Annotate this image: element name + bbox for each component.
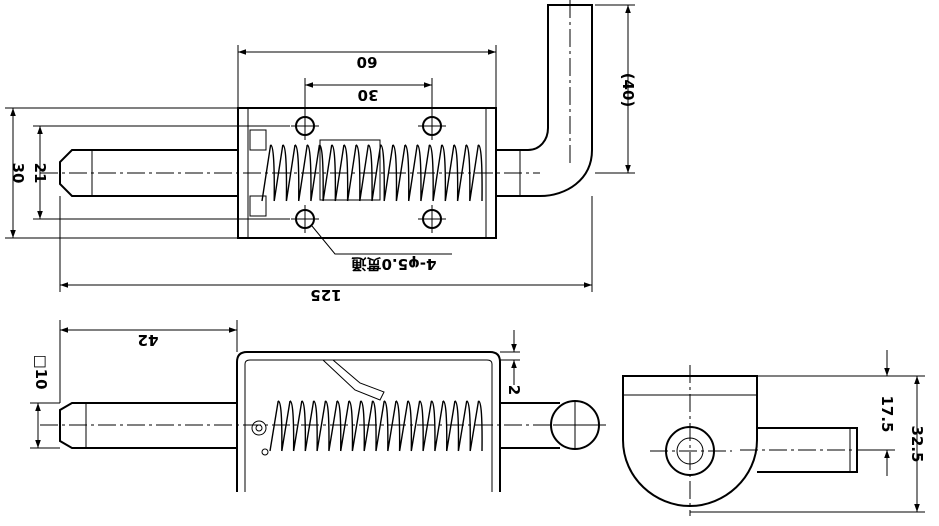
spring-front xyxy=(269,400,483,452)
side-view: 17.5 32.5 xyxy=(622,350,926,516)
hole-callout: 4-φ5.0贯通 xyxy=(352,255,437,273)
mounting-hole-1 xyxy=(291,112,319,140)
dim-hole-spacing: 30 xyxy=(358,86,379,104)
mounting-hole-3 xyxy=(291,205,319,233)
dim-plate-thickness: 2 xyxy=(505,385,523,395)
dim-pin-square: □10 xyxy=(32,354,50,389)
dim-bend-height: (40) xyxy=(619,73,637,108)
pin-top xyxy=(59,149,238,197)
dim-center-height: 17.5 xyxy=(878,395,896,432)
dim-body-length: 60 xyxy=(357,53,378,71)
dim-total-height: 32.5 xyxy=(908,425,926,462)
bracket-front xyxy=(236,351,501,492)
mounting-hole-4 xyxy=(418,205,446,233)
front-view: 42 □10 2 xyxy=(30,320,606,492)
mounting-hole-2 xyxy=(418,112,446,140)
dim-total-length: 125 xyxy=(310,286,341,304)
dim-hole-width: 21 xyxy=(31,163,49,184)
dim-outer-width: 30 xyxy=(9,163,27,184)
dim-pin-offset: 42 xyxy=(138,331,159,349)
top-view: 60 30 (40) 30 21 125 4-φ5.0贯通 xyxy=(5,0,637,304)
